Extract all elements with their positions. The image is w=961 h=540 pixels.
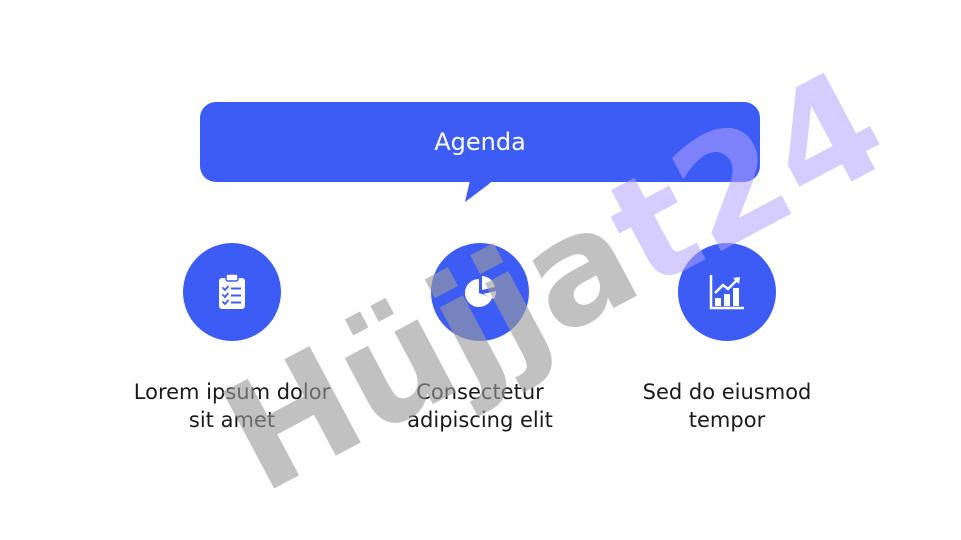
- item-3-icon-circle: [678, 243, 776, 341]
- growth-chart-icon: [709, 275, 744, 310]
- item-2-label-line2: adipiscing elit: [407, 408, 553, 432]
- clipboard-checklist-icon: [219, 273, 245, 309]
- item-1-icon-circle: [183, 243, 281, 341]
- item-3-label-line1: Sed do eiusmod: [642, 380, 812, 404]
- agenda-title: Agenda: [434, 128, 526, 156]
- item-1-label-line1: Lorem ipsum dolor: [133, 380, 331, 404]
- item-3-label: Sed do eiusmod tempor: [607, 378, 847, 434]
- item-1-label: Lorem ipsum dolor sit amet: [112, 378, 352, 434]
- agenda-title-bubble: Agenda: [200, 102, 760, 182]
- pie-chart-icon: [464, 276, 497, 307]
- item-1-label-line2: sit amet: [188, 408, 276, 432]
- item-2-icon-circle: [431, 243, 529, 341]
- item-2-label-line1: Consectetur: [416, 380, 544, 404]
- item-2-label: Consectetur adipiscing elit: [360, 378, 600, 434]
- bubble-tail: [465, 176, 497, 202]
- item-3-label-line2: tempor: [688, 408, 766, 432]
